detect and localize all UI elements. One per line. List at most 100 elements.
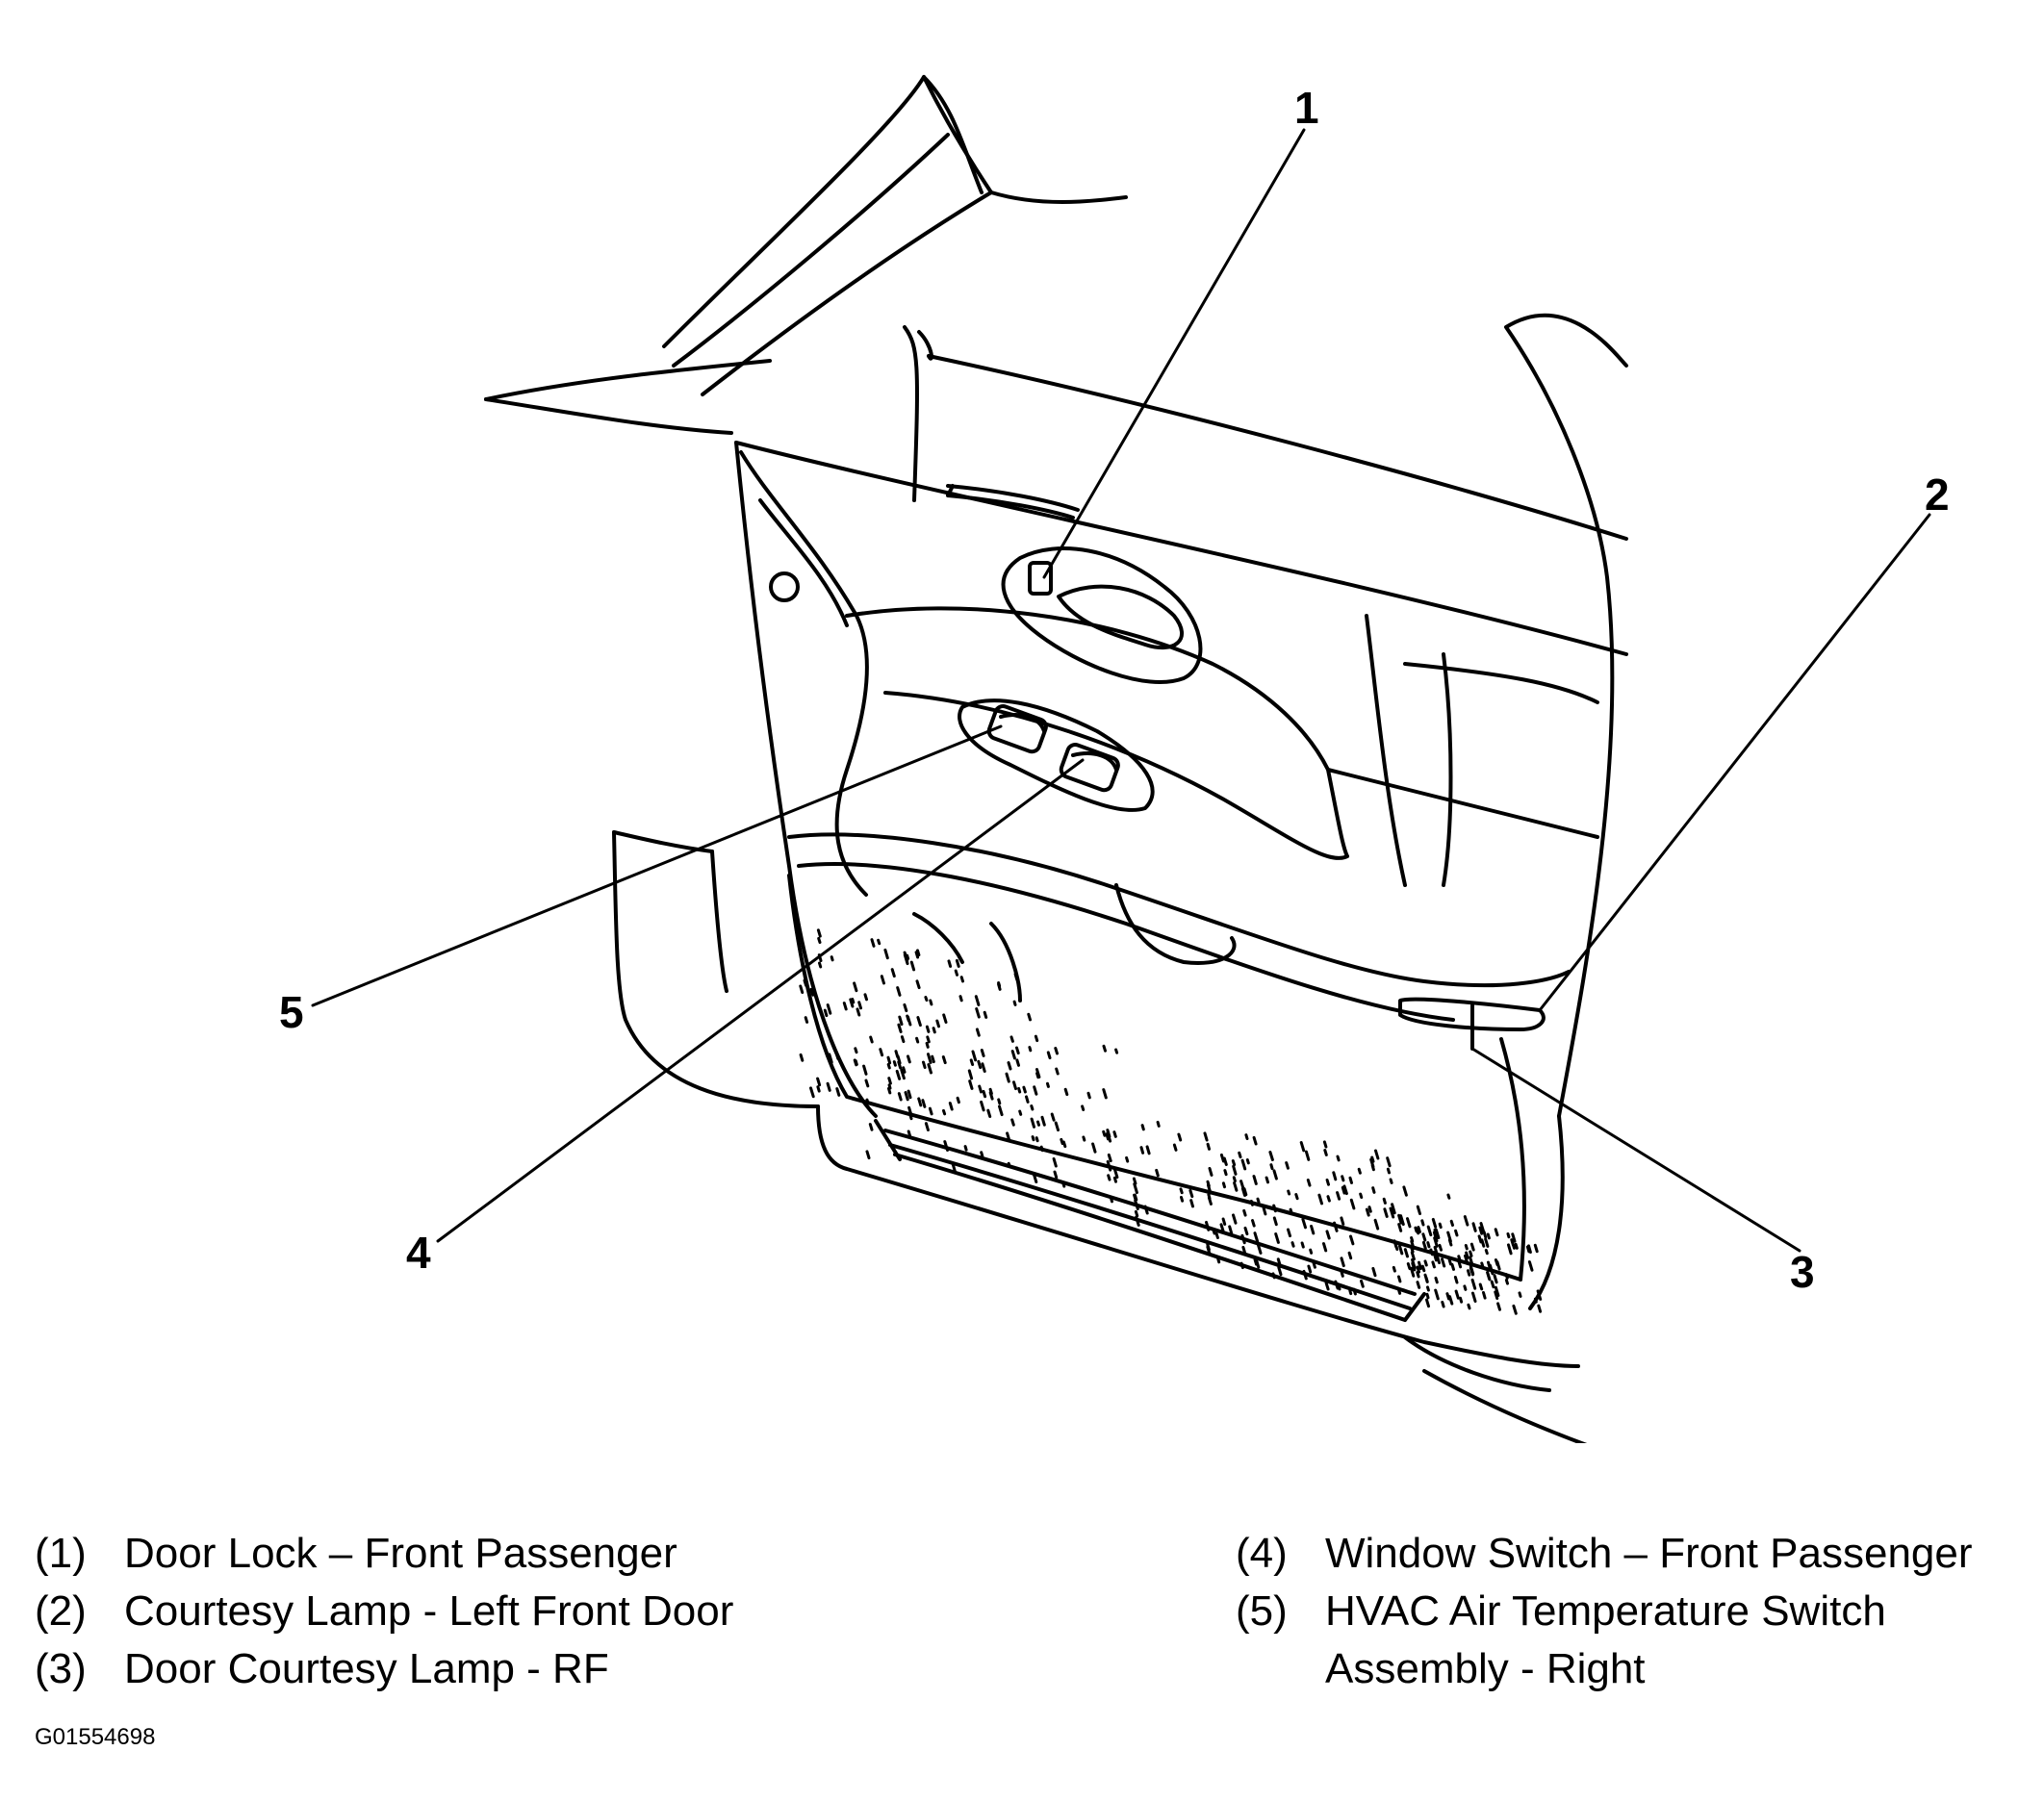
- carpet-speck: [804, 1016, 809, 1024]
- carpet-speck: [1005, 1072, 1010, 1083]
- carpet-speck: [1228, 1225, 1234, 1234]
- carpet-speck: [1426, 1285, 1430, 1292]
- carpet-speck: [1172, 1143, 1178, 1152]
- carpet-speck: [1040, 1115, 1046, 1127]
- carpet-speck: [1359, 1192, 1364, 1199]
- sill-plate: [816, 1104, 1588, 1443]
- carpet-speck: [864, 1079, 870, 1088]
- carpet-speck: [1133, 1182, 1138, 1195]
- carpet-speck: [959, 976, 964, 983]
- carpet-speck: [1348, 1289, 1353, 1296]
- carpet-speck: [1299, 1141, 1306, 1153]
- carpet-speck: [916, 1016, 922, 1028]
- carpet-speck: [826, 1081, 831, 1092]
- carpet-speck: [925, 1025, 931, 1033]
- carpet-speck: [809, 987, 815, 997]
- carpet-speck: [1426, 1225, 1433, 1237]
- lower-armrest: [787, 832, 1571, 1022]
- carpet-speck: [879, 1048, 884, 1057]
- carpet-speck: [1435, 1253, 1441, 1264]
- carpet-speck: [1349, 1234, 1355, 1246]
- carpet-speck: [1140, 1124, 1145, 1131]
- carpet-speck: [1323, 1149, 1328, 1156]
- carpet-speck: [1445, 1292, 1450, 1301]
- carpet-speck: [1416, 1205, 1421, 1215]
- carpet-speck: [1050, 1112, 1056, 1122]
- carpet-speck: [1470, 1278, 1477, 1290]
- legend-label: Door Lock – Front Passenger: [124, 1530, 677, 1577]
- carpet-speck: [929, 999, 933, 1006]
- carpet-speck: [851, 998, 856, 1004]
- carpet-speck: [1244, 1133, 1249, 1140]
- legend-label: Door Courtesy Lamp - RF: [124, 1645, 609, 1692]
- carpet-speck: [1060, 1137, 1064, 1146]
- carpet-speck: [897, 1060, 903, 1070]
- carpet-speck: [1256, 1243, 1263, 1255]
- carpet-speck: [924, 996, 929, 1003]
- carpet-speck: [1453, 1276, 1459, 1284]
- carpet-speck: [1469, 1242, 1475, 1252]
- carpet-speck: [1360, 1279, 1365, 1288]
- carpet-speck: [1477, 1234, 1483, 1244]
- carpet-speck: [947, 959, 953, 968]
- carpet-speck: [883, 948, 889, 960]
- carpet-speck: [902, 1066, 907, 1074]
- carpet-speck: [903, 951, 909, 963]
- carpet-speck: [1434, 1228, 1441, 1239]
- carpet-speck: [826, 1003, 832, 1015]
- carpet-speck: [1438, 1222, 1443, 1230]
- carpet-speck: [1336, 1155, 1341, 1162]
- carpet-speck: [868, 1123, 874, 1131]
- carpet-speck: [1035, 1072, 1040, 1079]
- carpet-speck: [1242, 1187, 1248, 1197]
- carpet-speck: [896, 986, 902, 997]
- carpet-speck: [1309, 1248, 1314, 1255]
- legend-number: (5): [1236, 1587, 1288, 1635]
- legend-number: (1): [35, 1530, 87, 1577]
- carpet-speck: [1307, 1264, 1313, 1274]
- carpet-speck: [908, 1112, 913, 1121]
- carpet-speck: [1262, 1206, 1267, 1216]
- carpet-speck: [1256, 1197, 1261, 1204]
- carpet-speck: [1494, 1285, 1500, 1297]
- carpet-speck: [914, 951, 920, 959]
- legend-label: HVAC Air Temperature Switch: [1325, 1587, 1886, 1635]
- carpet-speck: [955, 958, 960, 968]
- carpet-speck: [932, 1027, 936, 1034]
- carpet-speck: [1429, 1248, 1434, 1256]
- carpet-speck: [968, 1079, 974, 1090]
- carpet-speck: [1469, 1266, 1474, 1274]
- carpet-speck: [1357, 1167, 1362, 1175]
- carpet-speck: [1403, 1248, 1409, 1258]
- carpet-speck: [1033, 1085, 1038, 1096]
- callout-4: 4: [406, 1228, 431, 1278]
- carpet-speck: [1406, 1217, 1412, 1229]
- carpet-speck: [1132, 1177, 1137, 1185]
- carpet-speck: [1272, 1169, 1278, 1180]
- carpet-speck: [1015, 1046, 1020, 1055]
- carpet-speck: [971, 1050, 978, 1062]
- carpet-speck: [1506, 1232, 1511, 1239]
- carpet-speck: [1054, 1121, 1060, 1132]
- carpet-speck: [1371, 1267, 1377, 1278]
- carpet-speck: [915, 979, 921, 990]
- carpet-speck: [1112, 1130, 1117, 1138]
- carpet-speck: [834, 1050, 840, 1060]
- carpet-speck: [1285, 1161, 1290, 1170]
- carpet-speck: [1091, 1142, 1097, 1154]
- carpet-speck: [900, 1035, 906, 1044]
- legend-right: (4) Window Switch – Front Passenger (5) …: [1236, 1525, 1973, 1698]
- door-opening-edge: [612, 830, 820, 1108]
- carpet-speck: [1106, 1130, 1112, 1143]
- carpet-speck: [1391, 1203, 1396, 1215]
- carpet-speck: [1383, 1207, 1389, 1218]
- legend-item-1: (1) Door Lock – Front Passenger: [35, 1525, 733, 1583]
- carpet-speck: [1450, 1262, 1455, 1271]
- carpet-speck: [1221, 1181, 1226, 1189]
- carpet-speck: [1340, 1256, 1345, 1268]
- carpet-speck: [948, 1102, 954, 1111]
- carpet-speck: [980, 1100, 985, 1112]
- door-trim-contour: [739, 450, 1599, 897]
- legend-item-2: (2) Courtesy Lamp - Left Front Door: [35, 1583, 733, 1640]
- carpet-speck: [1036, 1120, 1040, 1127]
